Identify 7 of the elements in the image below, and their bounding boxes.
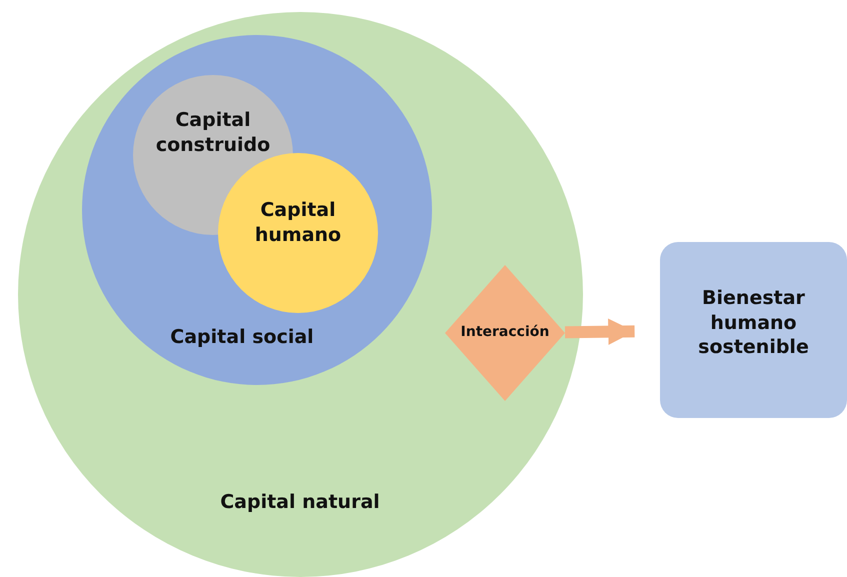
circle-label: Capital social (169, 325, 315, 350)
circle-label: Capital humano (254, 198, 342, 248)
diamond-label: Interacción (460, 323, 550, 342)
circle-label: Capital construido (154, 108, 272, 158)
circle-label: Capital natural (219, 490, 381, 515)
arrow (564, 318, 635, 345)
box-label: Bienestar humano sostenible (697, 286, 810, 360)
